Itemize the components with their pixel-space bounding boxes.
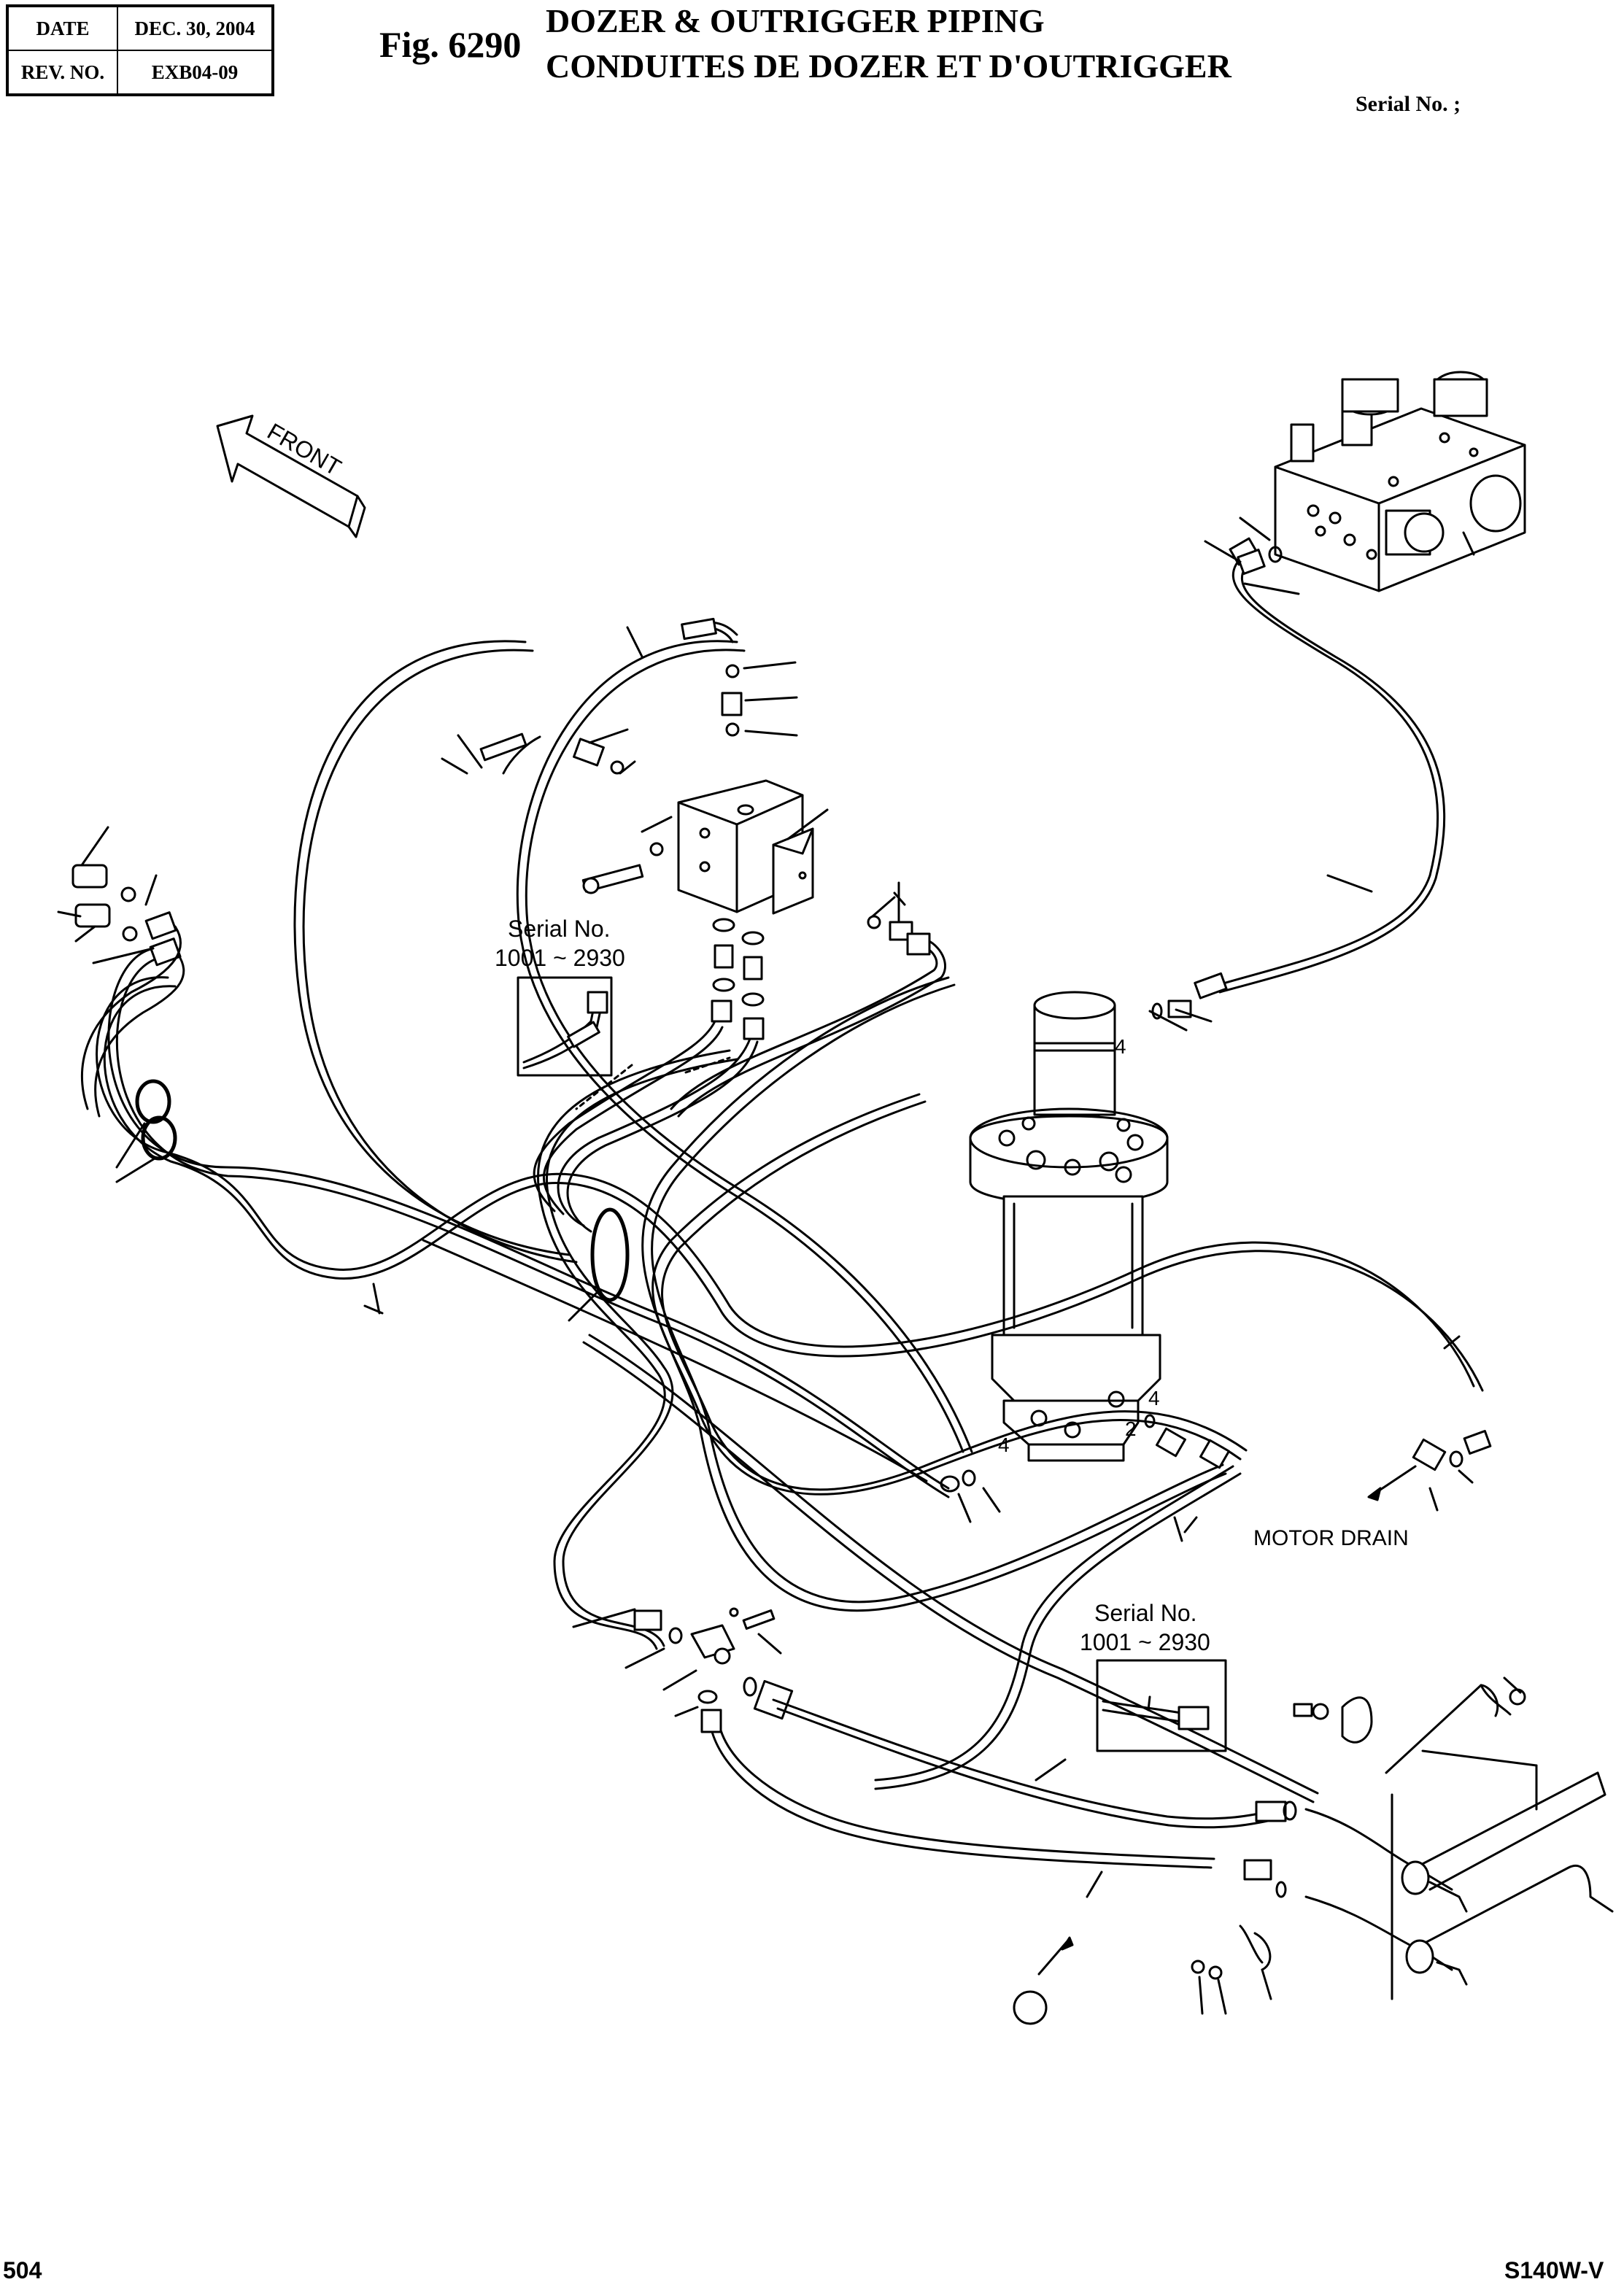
date-label: DATE — [7, 5, 118, 51]
callout-4-right: 4 — [1148, 1387, 1160, 1409]
serial-number-label: Serial No. ; — [1356, 92, 1461, 116]
serial-inset-1: Serial No. 1001 ~ 2930 — [495, 916, 625, 1077]
inset-1-serial-range: 1001 ~ 2930 — [495, 945, 625, 971]
hose-clamps — [115, 1079, 630, 1322]
front-arrow: FRONT — [216, 414, 366, 538]
swivel-joint — [969, 991, 1169, 1462]
control-valve-block — [1274, 371, 1526, 592]
callout-4-top: 4 — [1115, 1035, 1126, 1058]
left-fittings — [57, 826, 185, 1118]
leader-lines — [363, 757, 1461, 1542]
pilot-hose-right — [1194, 537, 1446, 999]
model-number: S140W-V — [1504, 2257, 1604, 2283]
motor-drain-label: MOTOR DRAIN — [1253, 1526, 1409, 1550]
title-english: DOZER & OUTRIGGER PIPING — [546, 2, 1045, 39]
title-french: CONDUITES DE DOZER ET D'OUTRIGGER — [546, 47, 1231, 85]
figure-number: Fig. 6290 — [379, 24, 522, 65]
rev-label: REV. NO. — [7, 50, 118, 96]
inset-2-serial-range: 1001 ~ 2930 — [1080, 1629, 1210, 1655]
swivel-port-fittings: 4 4 4 2 — [940, 999, 1230, 1523]
view-indicator — [1013, 1936, 1074, 2025]
main-hose-bundle — [96, 640, 1484, 1803]
inset-1-serial-label: Serial No. — [508, 916, 611, 942]
inset-2-serial-label: Serial No. — [1094, 1600, 1197, 1626]
date-value: DEC. 30, 2004 — [117, 5, 274, 51]
page-number: 504 — [3, 2257, 42, 2283]
directional-valve — [573, 661, 913, 1040]
rev-value: EXB04-09 — [117, 50, 274, 96]
outrigger-pipes — [1191, 1676, 1614, 2015]
serial-inset-2: Serial No. 1001 ~ 2930 — [1080, 1600, 1227, 1752]
revision-table: DATE DEC. 30, 2004 REV. NO. EXB04-09 — [6, 4, 274, 96]
lower-tee-fittings — [572, 1607, 1297, 1898]
motor-drain-fitting: MOTOR DRAIN — [1253, 1430, 1492, 1550]
callout-2: 2 — [1125, 1417, 1137, 1440]
valve-fittings — [1204, 517, 1283, 575]
pilot-hose-center — [457, 617, 946, 1233]
callout-4-left: 4 — [998, 1434, 1010, 1456]
